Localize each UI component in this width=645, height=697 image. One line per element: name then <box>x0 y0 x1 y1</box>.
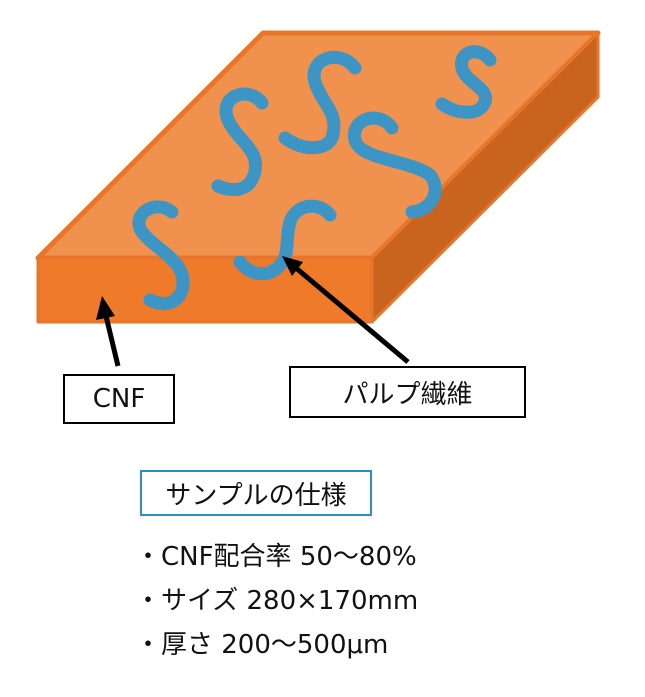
fiber-3 <box>278 50 362 155</box>
cnf-arrow-shaft <box>103 315 121 367</box>
spec-line-cnf-ratio: ・CNF配合率 50～80% <box>135 542 417 572</box>
fiber-2 <box>211 87 269 197</box>
cnf-label: CNF <box>63 374 175 424</box>
spec-line-thickness: ・厚さ 200～500μm <box>135 630 389 660</box>
fiber-4 <box>348 111 442 219</box>
pulp-fiber-label: パルプ繊維 <box>289 366 526 418</box>
fiber-1 <box>132 200 190 311</box>
fiber-5 <box>435 45 497 119</box>
spec-line-size: ・サイズ 280×170mm <box>135 586 419 616</box>
cnf-sheet-diagram <box>35 30 601 367</box>
spec-title-text: サンプルの仕様 <box>165 480 347 511</box>
spec-title: サンプルの仕様 <box>140 470 372 516</box>
cnf-arrow-head <box>96 296 115 320</box>
arrow-icon <box>96 256 410 367</box>
pulp-fibers <box>132 45 497 311</box>
cnf-label-text: CNF <box>92 384 146 414</box>
pulp-fiber-label-text: パルプ繊維 <box>342 379 473 410</box>
slab-front-face <box>36 256 374 324</box>
fiber-6 <box>233 199 337 281</box>
pulp-arrow-shaft <box>294 266 410 364</box>
pulp-arrow-head <box>282 256 303 276</box>
